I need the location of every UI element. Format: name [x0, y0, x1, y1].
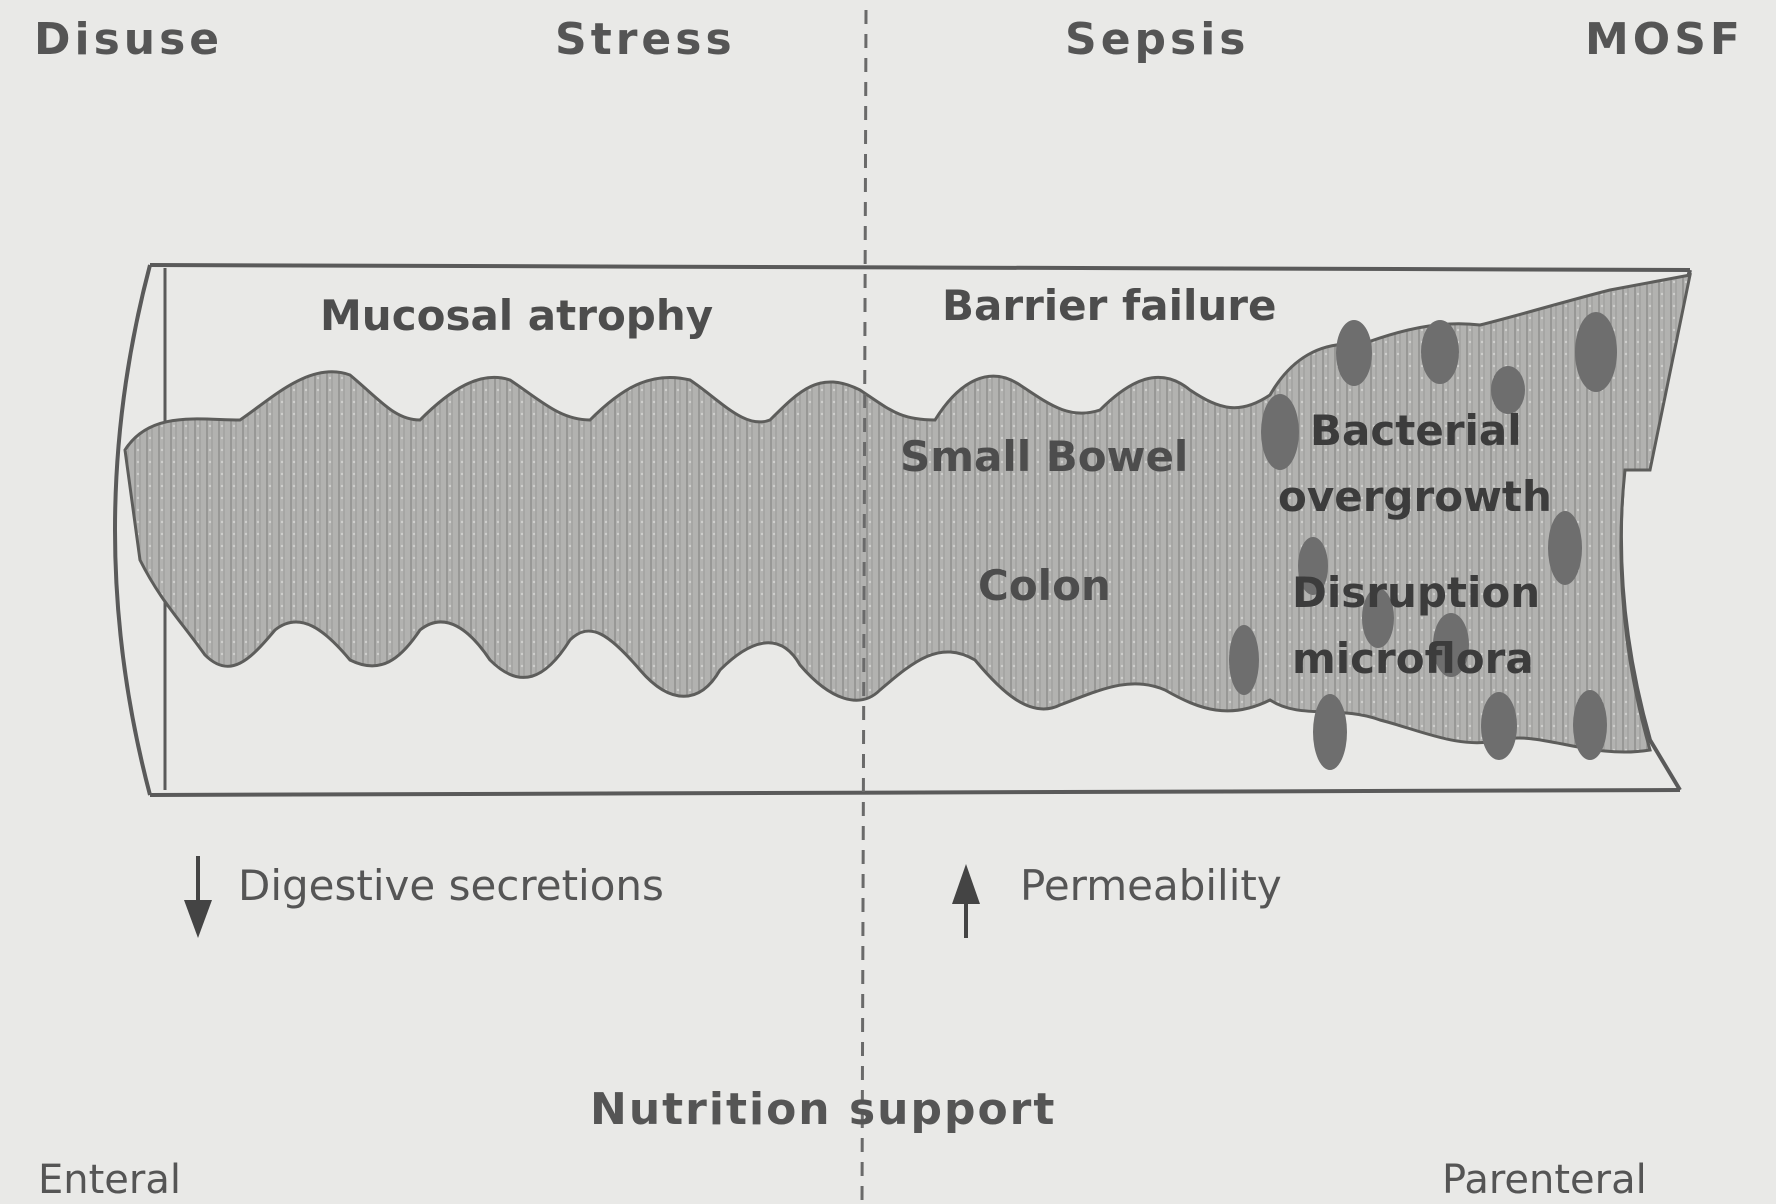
label-barrier-failure: Barrier failure	[942, 285, 1277, 327]
nutrition-support-title: Nutrition support	[590, 1088, 1056, 1132]
stage-disuse: Disuse	[34, 18, 223, 62]
arrow-down-icon	[180, 852, 220, 942]
stage-mosf: MOSF	[1585, 18, 1744, 62]
label-disruption: Disruption	[1292, 572, 1540, 614]
label-parenteral: Parenteral	[1442, 1160, 1647, 1200]
label-mucosal-atrophy: Mucosal atrophy	[320, 295, 713, 337]
label-bacterial: Bacterial	[1310, 410, 1522, 452]
label-microflora: microflora	[1292, 638, 1534, 680]
label-small-bowel: Small Bowel	[900, 436, 1188, 478]
label-colon: Colon	[978, 565, 1111, 607]
stage-stress: Stress	[555, 18, 736, 62]
stage-sepsis: Sepsis	[1065, 18, 1250, 62]
arrow-up-icon	[948, 852, 988, 942]
label-enteral: Enteral	[38, 1160, 181, 1200]
label-overgrowth: overgrowth	[1278, 476, 1552, 518]
label-digestive-secretions: Digestive secretions	[238, 865, 664, 907]
label-permeability: Permeability	[1020, 865, 1282, 907]
